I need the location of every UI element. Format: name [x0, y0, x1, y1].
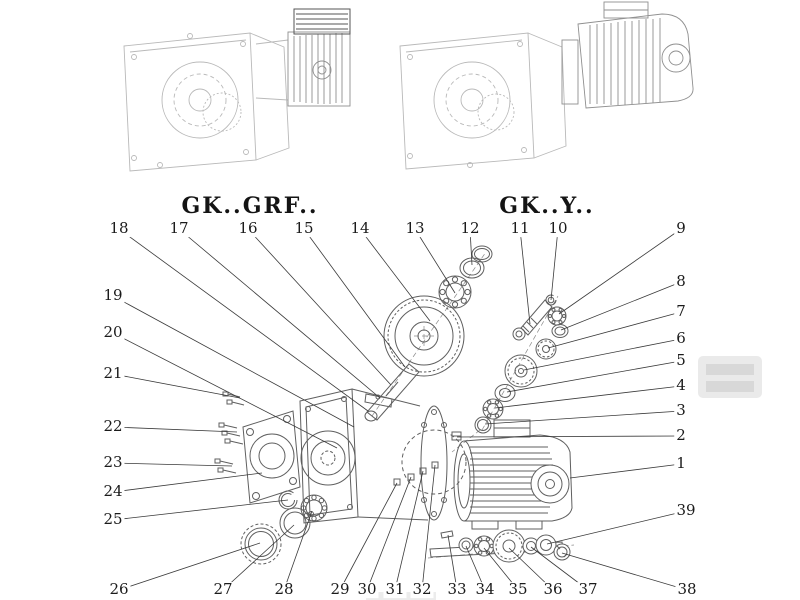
leader-line-26 [118, 542, 261, 591]
leader-line-5 [506, 360, 682, 393]
leader-line-9 [558, 228, 682, 315]
leader-line-18 [118, 228, 369, 412]
part-number-22: 22 [101, 417, 125, 436]
part-number-10: 10 [546, 219, 570, 238]
leader-line-21 [112, 373, 241, 399]
leader-line-29 [339, 482, 398, 591]
leader-line-30 [366, 476, 412, 591]
leader-line-39 [546, 510, 687, 545]
leader-line-23 [112, 462, 233, 467]
part-number-25: 25 [101, 510, 125, 529]
leader-line-16 [247, 228, 392, 386]
leader-line-14 [359, 228, 431, 322]
part-number-2: 2 [674, 426, 688, 445]
part-number-18: 18 [107, 219, 131, 238]
part-number-6: 6 [674, 329, 688, 348]
gearbox-gky-drawing [399, 1, 694, 170]
part-number-15: 15 [292, 219, 316, 238]
leader-lines [112, 228, 688, 591]
leader-line-38 [561, 552, 688, 591]
part-number-13: 13 [403, 219, 427, 238]
pinion-chain-drawing [474, 294, 569, 434]
leader-line-22 [112, 426, 238, 433]
part-number-11: 11 [508, 219, 532, 238]
leader-line-33 [447, 534, 458, 591]
part-number-26: 26 [107, 580, 131, 599]
part-number-30: 30 [355, 580, 379, 599]
part-number-35: 35 [506, 580, 530, 599]
part-number-36: 36 [541, 580, 565, 599]
part-number-20: 20 [101, 323, 125, 342]
part-number-14: 14 [348, 219, 372, 238]
output-shaft-assembly-drawing [429, 529, 571, 563]
leader-line-20 [112, 332, 338, 449]
part-number-34: 34 [473, 580, 497, 599]
part-number-5: 5 [674, 351, 688, 370]
leader-line-25 [112, 499, 289, 521]
part-number-27: 27 [211, 580, 235, 599]
part-number-31: 31 [383, 580, 407, 599]
leader-line-2 [456, 435, 682, 438]
part-number-33: 33 [445, 580, 469, 599]
model-title-gkgrf: GK..GRF.. [181, 193, 319, 219]
part-number-12: 12 [458, 219, 482, 238]
housing-drawing [299, 388, 467, 524]
leader-line-28 [283, 510, 313, 591]
seal-ring-set-drawing [240, 490, 328, 565]
part-number-17: 17 [167, 219, 191, 238]
leader-line-1 [569, 463, 682, 479]
model-title-gky: GK..Y.. [499, 193, 595, 219]
part-number-1: 1 [674, 454, 688, 473]
main-gear-shaft-drawing [364, 245, 493, 422]
part-number-32: 32 [410, 580, 434, 599]
leader-line-15 [303, 228, 406, 368]
part-number-24: 24 [101, 482, 125, 501]
part-number-9: 9 [674, 219, 688, 238]
flange-plate-drawing [242, 410, 301, 504]
leader-line-11 [519, 228, 531, 325]
assembly-axes [371, 251, 575, 559]
part-number-38: 38 [675, 580, 699, 599]
part-number-3: 3 [674, 401, 688, 420]
leader-line-8 [560, 281, 682, 331]
leader-line-7 [547, 311, 682, 349]
part-number-4: 4 [674, 376, 688, 395]
leader-line-3 [484, 410, 682, 425]
part-number-7: 7 [674, 302, 688, 321]
gearbox-gkgrf-drawing [123, 8, 351, 172]
leader-line-31 [394, 470, 424, 591]
bolt-set-drawing [214, 391, 245, 474]
part-number-37: 37 [576, 580, 600, 599]
leader-line-17 [178, 228, 381, 399]
leader-line-27 [222, 524, 295, 591]
part-number-23: 23 [101, 453, 125, 472]
leader-line-13 [414, 228, 456, 294]
leader-line-6 [523, 338, 682, 371]
leader-line-24 [112, 472, 263, 493]
part-number-28: 28 [272, 580, 296, 599]
leader-line-32 [421, 464, 436, 591]
leader-line-19 [112, 295, 355, 428]
leader-line-10 [550, 228, 559, 301]
part-number-39: 39 [674, 501, 698, 520]
part-number-21: 21 [101, 364, 125, 383]
part-number-19: 19 [101, 286, 125, 305]
part-number-29: 29 [328, 580, 352, 599]
part-number-8: 8 [674, 272, 688, 291]
part-number-16: 16 [236, 219, 260, 238]
leader-line-4 [494, 385, 682, 409]
